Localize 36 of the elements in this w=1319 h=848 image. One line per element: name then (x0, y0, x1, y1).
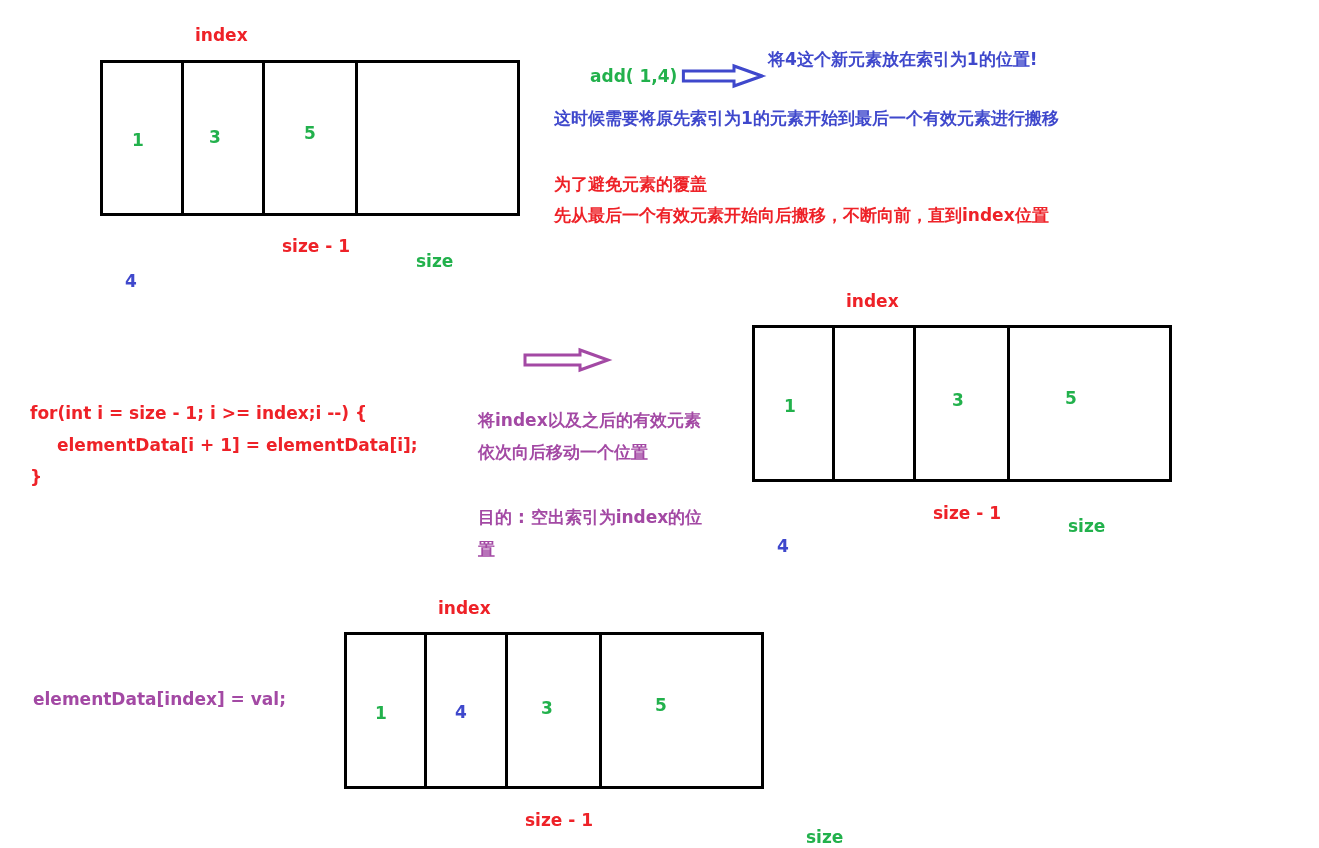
note-text: 将4这个新元素放在索引为1的位置! (768, 48, 1038, 70)
index-label: index (195, 24, 248, 46)
note-text: 将index以及之后的有效元素依次向后移动一个位置 (478, 409, 702, 464)
note-text: 为了避免元素的覆盖 (554, 173, 707, 195)
index-label: size - 1 (933, 502, 1002, 524)
index-label: size - 1 (282, 235, 351, 257)
code-line: } (30, 466, 43, 488)
array-box (100, 60, 520, 216)
element-value: 1 (784, 395, 796, 417)
index-label: index (846, 290, 899, 312)
element-value: 5 (1065, 387, 1077, 409)
array-box (752, 325, 1172, 482)
index-label: size - 1 (525, 809, 594, 831)
code-line: for(int i = size - 1; i >= index;i --) { (30, 402, 368, 424)
value-label: 4 (125, 270, 137, 292)
index-label: size (1068, 515, 1106, 537)
element-value: 3 (541, 697, 553, 719)
element-value: 1 (132, 129, 144, 151)
code-text: add( 1,4) (590, 65, 678, 87)
element-value: 3 (952, 389, 964, 411)
code-line: elementData[index] = val; (33, 688, 286, 710)
index-label: size (806, 826, 844, 848)
note-text: 先从最后一个有效元素开始向后搬移，不断向前，直到index位置 (554, 204, 1049, 226)
index-label: size (416, 250, 454, 272)
index-label: index (438, 597, 491, 619)
code-line: elementData[i + 1] = elementData[i]; (57, 434, 418, 456)
block-arrow (681, 63, 767, 89)
element-value: 1 (375, 702, 387, 724)
note-text: 目的 : 空出索引为index的位置 (478, 506, 704, 561)
value-label: 4 (777, 535, 789, 557)
array-box (344, 632, 764, 789)
element-value: 5 (655, 694, 667, 716)
note-text: 这时候需要将原先索引为1的元素开始到最后一个有效元素进行搬移 (554, 107, 1059, 129)
element-value: 4 (455, 701, 467, 723)
element-value: 5 (304, 122, 316, 144)
element-value: 3 (209, 126, 221, 148)
